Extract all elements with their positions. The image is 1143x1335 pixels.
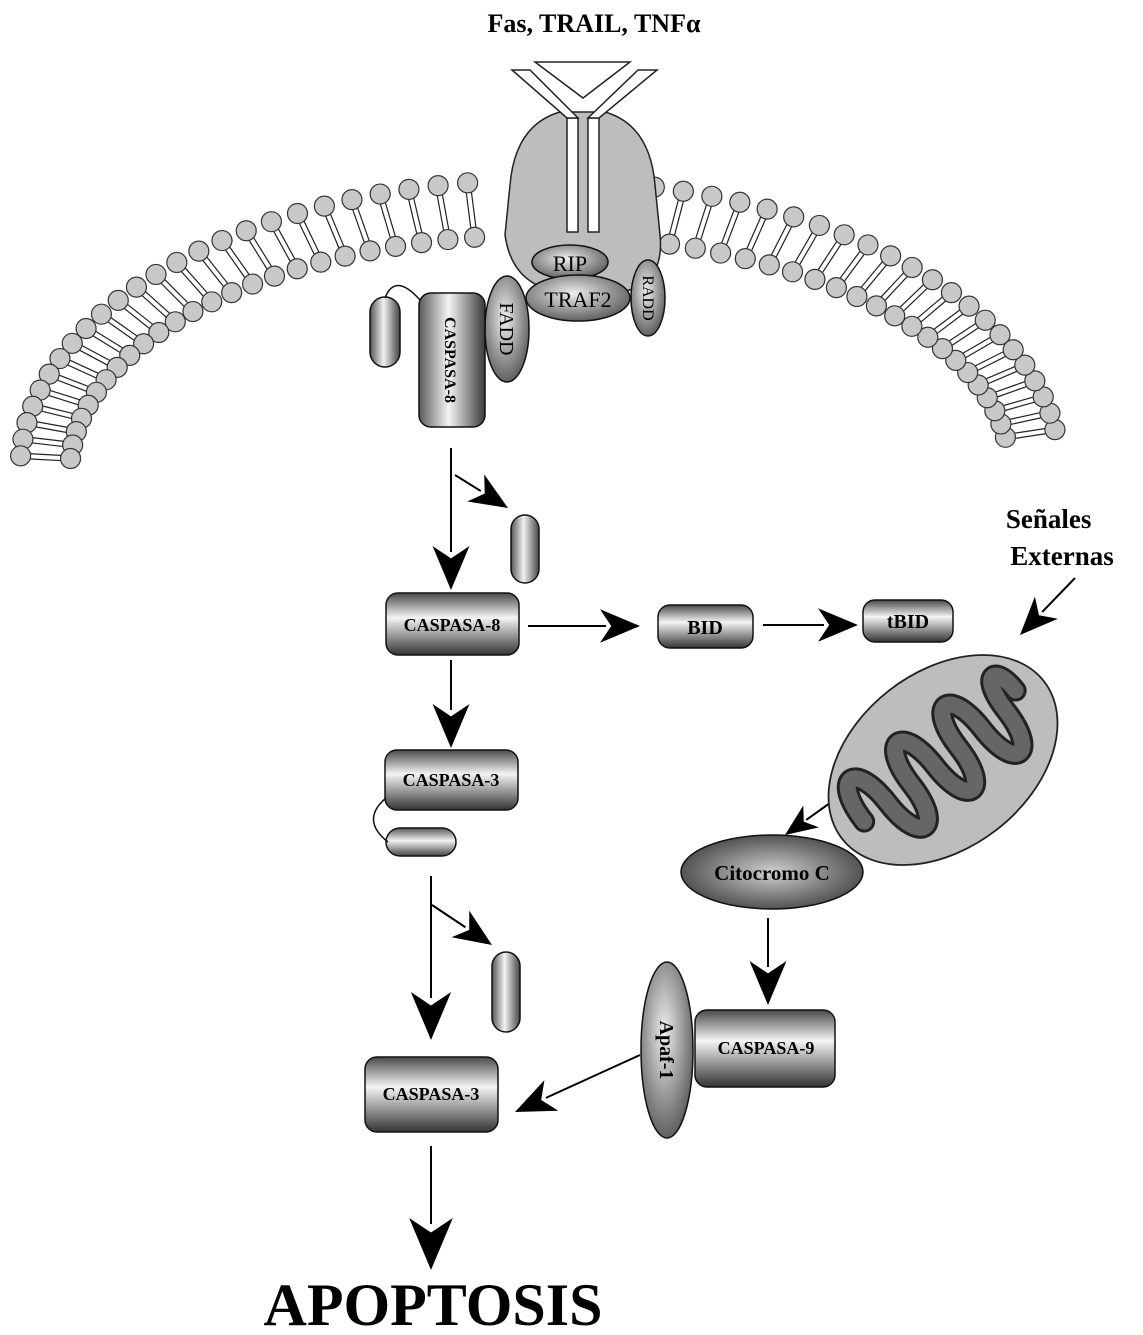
caspase9-label: CASPASA-9 xyxy=(718,1038,815,1058)
fadd-label-left: FADD xyxy=(495,303,517,356)
cleaved-fragment-caspase3 xyxy=(492,952,520,1032)
rip-label: RIP xyxy=(553,251,587,276)
phospholipid xyxy=(91,304,153,354)
phospholipid xyxy=(932,310,995,358)
external-signals-label: Señales Externas xyxy=(1006,504,1114,571)
arrow-release-fragment-2 xyxy=(432,905,492,945)
arrow-caspase3-to-active xyxy=(411,876,451,1040)
phospholipid xyxy=(39,364,106,402)
fadd-label-right: RADD xyxy=(639,275,656,320)
apoptosis-label: APOPTOSIS xyxy=(264,1272,603,1335)
external-signals-line-2: Externas xyxy=(1010,541,1114,571)
phospholipid xyxy=(946,325,1010,371)
arrow-external-signals xyxy=(1020,578,1075,635)
arrow-release-fragment-1 xyxy=(455,474,508,508)
phospholipid xyxy=(62,333,127,377)
arrow-caspase3-to-apoptosis xyxy=(409,1146,453,1270)
phospholipid xyxy=(958,340,1023,383)
arrow-mitochondrion-to-cytochrome xyxy=(785,803,830,835)
apaf1-label: Apaf-1 xyxy=(655,1021,677,1080)
bid-label: BID xyxy=(687,617,723,639)
phospholipid xyxy=(918,296,979,347)
phospholipid xyxy=(458,173,485,247)
external-signals-line-1: Señales xyxy=(1006,504,1092,534)
arrow-caspase8-to-bid xyxy=(528,609,640,643)
prodomain-link-caspase3 xyxy=(373,798,388,842)
phospholipid xyxy=(428,176,458,250)
caspase3-pro-label: CASPASA-3 xyxy=(403,770,500,790)
phospholipid xyxy=(11,446,81,469)
cleaved-fragment-caspase8 xyxy=(511,515,539,583)
phospholipid xyxy=(50,349,116,390)
tbid-label: tBID xyxy=(887,611,929,633)
arrow-apaf1-to-caspase3 xyxy=(515,1055,640,1112)
ligands-label: Fas, TRAIL, TNFα xyxy=(488,9,701,38)
caspase3-active-label: CASPASA-3 xyxy=(383,1084,480,1104)
arrow-procaspase8-to-caspase8 xyxy=(433,448,470,590)
phospholipid xyxy=(968,355,1035,395)
prodomain-cylinder-top xyxy=(370,297,400,367)
prodomain-cylinder-caspase3 xyxy=(386,828,456,856)
arrow-bid-to-tbid xyxy=(763,608,858,642)
caspase8-label: CASPASA-8 xyxy=(404,615,501,635)
cytochrome-c-label: Citocromo C xyxy=(714,861,830,885)
phospholipid xyxy=(76,319,140,366)
traf2-label: TRAF2 xyxy=(544,287,611,312)
procaspase8-label: CASPASA-8 xyxy=(441,317,458,403)
arrow-cytochrome-to-caspase9 xyxy=(750,918,787,1005)
arrow-caspase8-to-caspase3 xyxy=(433,660,470,748)
